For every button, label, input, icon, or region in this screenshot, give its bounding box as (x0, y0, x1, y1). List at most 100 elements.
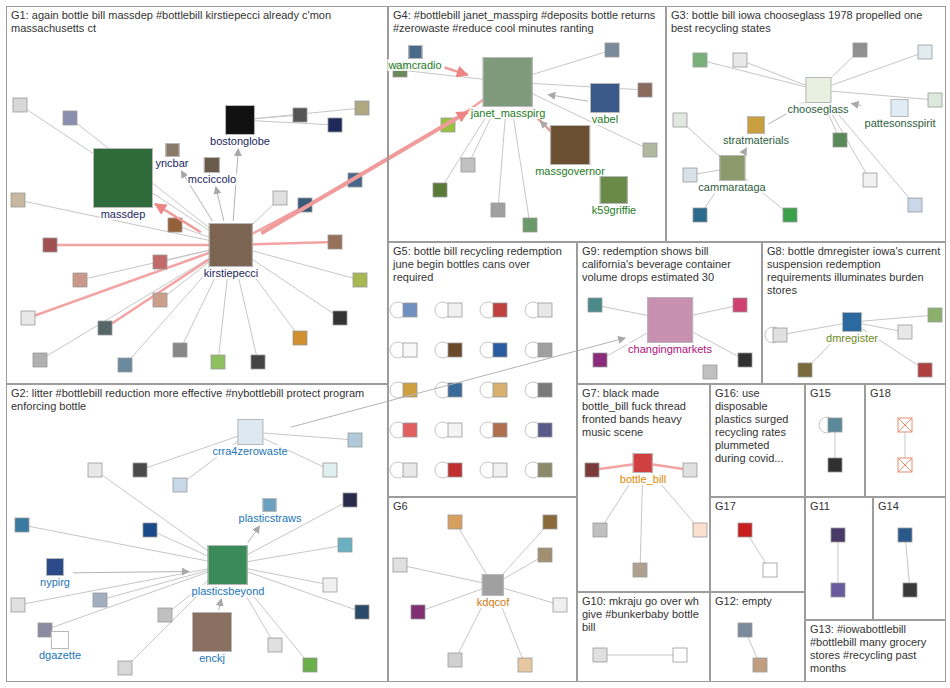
group-box: G16: use disposable plastics surged recy… (710, 384, 805, 497)
vertex-icon (538, 303, 552, 317)
vertex-icon (828, 458, 842, 472)
vertex-label: pattesonsspirit (864, 117, 937, 129)
vertex: bottle_bill (619, 453, 667, 485)
vertex-icon (403, 423, 417, 437)
vertex-label: yncbar (154, 157, 189, 169)
vertex-icon (11, 598, 25, 612)
vertex-icon (738, 623, 752, 637)
group-box: G14 (873, 497, 946, 620)
vertex-label: bottle_bill (619, 473, 667, 485)
vertex-icon (355, 101, 369, 115)
vertex: k59griffie (591, 176, 637, 216)
group-heading: G15 (806, 385, 864, 402)
vertex-icon (733, 298, 747, 312)
edge-line (818, 52, 925, 90)
group-heading: G5: bottle bill recycling redemption jun… (389, 243, 576, 286)
vertex-icon (842, 312, 862, 332)
vertex: cammarataga (697, 155, 766, 193)
vertex: dgazette (38, 631, 82, 661)
vertex-icon (208, 545, 248, 585)
vertex-label: kirstiepecci (203, 267, 259, 279)
vertex: massdep (93, 148, 153, 220)
edge-line (600, 655, 680, 656)
vertex-icon (538, 343, 552, 357)
connector (744, 148, 747, 153)
cross-mark (898, 418, 912, 432)
vertex-label: dmregister (825, 332, 879, 344)
vertex-icon (673, 113, 687, 127)
group-box: G9: redemption shows bill california's b… (577, 242, 762, 384)
vertex-label: vabel (591, 113, 619, 125)
group-heading: G12: empty (711, 593, 804, 610)
vertex-label: nypirg (39, 576, 71, 588)
group-box: G4: #bottlebill janet_masspirg #deposits… (388, 6, 666, 242)
vertex-icon (891, 99, 909, 117)
edge-line (838, 535, 839, 590)
vertex-icon (303, 658, 317, 672)
vertex-icon (633, 563, 647, 577)
vertex-icon (38, 623, 52, 637)
edge-line (905, 535, 910, 590)
edge-line (28, 245, 231, 318)
vertex: janet_masspirg (470, 57, 547, 119)
vertex-icon (173, 343, 187, 357)
vertex-icon (928, 93, 942, 107)
vertex: yncbar (154, 143, 189, 169)
vertex-icon (703, 365, 717, 379)
edge-line (852, 315, 935, 322)
vertex-icon (798, 363, 812, 377)
vertex-icon (753, 658, 767, 672)
vertex-icon (408, 45, 422, 59)
vertex-icon (133, 463, 147, 477)
connector (216, 187, 224, 221)
vertex-icon (263, 498, 277, 512)
vertex-icon (863, 173, 877, 187)
group-heading: G10: mkraju go over wh give #bunkerbaby … (578, 593, 709, 636)
vertex-label: chooseglass (786, 103, 849, 115)
group-heading: G2: litter #bottlebill reduction more ef… (7, 385, 387, 415)
vertex-icon (918, 363, 932, 377)
vertex-icon (211, 355, 225, 369)
vertex: enckj (192, 612, 232, 664)
group-heading: G4: #bottlebill janet_masspirg #deposits… (389, 7, 665, 37)
vertex-icon (588, 298, 602, 312)
vertex-icon (593, 648, 607, 662)
edge-line (250, 432, 355, 440)
vertex-label: stratmaterials (722, 134, 790, 146)
vertex-label: janet_masspirg (470, 107, 547, 119)
vertex-icon (63, 111, 77, 125)
vertex-icon (898, 528, 912, 542)
vertex-icon (328, 118, 342, 132)
vertex-icon (93, 593, 107, 607)
vertex-icon (251, 355, 265, 369)
vertex-icon (73, 273, 87, 287)
group-heading: G8: bottle dmregister iowa's current sus… (763, 243, 945, 299)
edge-line (400, 565, 493, 585)
vertex-icon (550, 125, 590, 165)
vertex: massgovernor (534, 125, 606, 177)
vertex-icon (538, 548, 552, 562)
group-box: G5: bottle bill recycling redemption jun… (388, 242, 577, 497)
vertex-icon (683, 463, 697, 477)
group-box: G1: again bottle bill massdep #bottlebil… (6, 6, 388, 384)
vertex-icon (204, 157, 220, 173)
group-box: G6kdqcof (388, 497, 577, 682)
vertex-icon (553, 598, 567, 612)
vertex-label: kdqcof (476, 596, 510, 608)
vertex-icon (158, 608, 172, 622)
vertex-icon (403, 303, 417, 317)
vertex: chooseglass (786, 77, 849, 115)
edge-line (852, 322, 925, 370)
vertex-icon (21, 311, 35, 325)
vertex-icon (493, 423, 507, 437)
connector (155, 204, 201, 232)
vertex-label: mcciccolo (187, 173, 237, 185)
vertex-icon (805, 77, 831, 103)
vertex-icon (543, 515, 557, 529)
cross-mark (898, 458, 912, 472)
vertex-icon (483, 57, 533, 107)
vertex-icon (719, 155, 745, 181)
vertex-label: dgazette (38, 649, 82, 661)
vertex-icon (88, 463, 102, 477)
vertex-icon (328, 235, 342, 249)
